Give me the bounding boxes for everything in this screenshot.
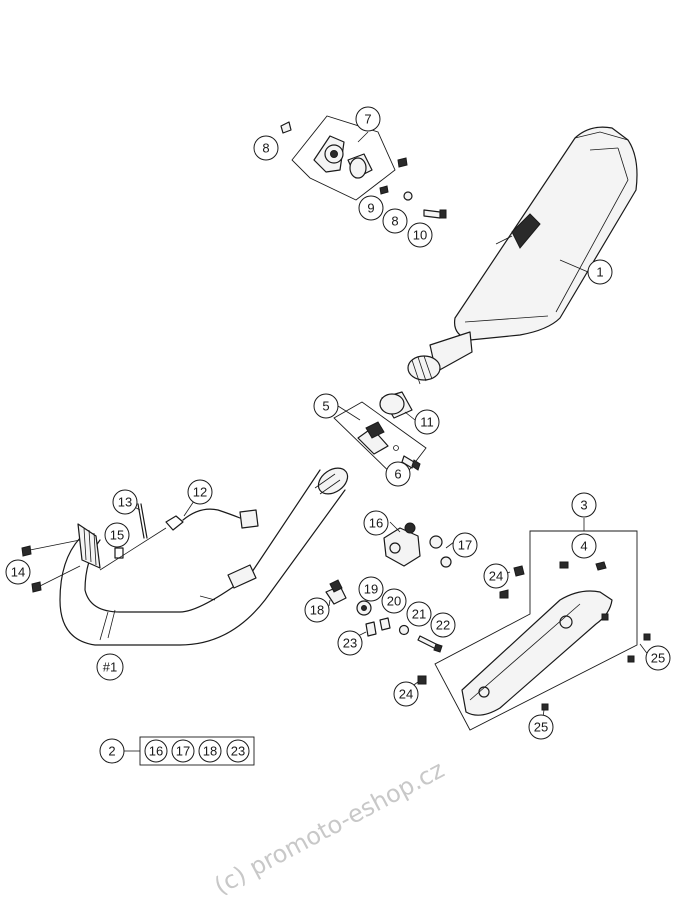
bracket-group-7 [280, 115, 396, 201]
callout-8b[interactable]: 8 [382, 208, 408, 234]
watermark: (c) promoto-eshop.cz [210, 755, 449, 900]
kit-item-label: 17 [176, 744, 190, 759]
callout-label: 16 [369, 516, 383, 531]
callout-25b[interactable]: 25 [528, 714, 554, 740]
callout-label: 15 [110, 528, 124, 543]
callout-label: 2 [108, 744, 115, 759]
callout-label: 9 [367, 201, 374, 216]
callout-18[interactable]: 18 [304, 597, 330, 623]
callout-6[interactable]: 6 [385, 461, 411, 487]
callout-19[interactable]: 19 [358, 576, 384, 602]
callout-15[interactable]: 15 [104, 522, 130, 548]
callout-11[interactable]: 11 [414, 409, 440, 435]
kit-item-17[interactable]: 17 [171, 739, 195, 763]
callout-label: 12 [193, 485, 207, 500]
kit-item-label: 16 [149, 744, 163, 759]
callout-label: 18 [310, 603, 324, 618]
callout-3[interactable]: 3 [571, 492, 597, 518]
callout-label: 23 [343, 636, 357, 651]
valve-actuator [383, 522, 452, 568]
callout-label: 8 [262, 141, 269, 156]
callout-label: 13 [118, 495, 132, 510]
callout-4[interactable]: 4 [571, 533, 597, 559]
callout-label: 25 [534, 720, 548, 735]
callout-12[interactable]: 12 [187, 479, 213, 505]
callout-23[interactable]: 23 [337, 630, 363, 656]
callout-label: 11 [420, 415, 434, 430]
callout-label: 21 [412, 607, 426, 622]
callout-20[interactable]: 20 [381, 588, 407, 614]
callout-5[interactable]: 5 [313, 393, 339, 419]
kit-box [124, 736, 255, 766]
callout-label: 1 [596, 265, 603, 280]
callout-16[interactable]: 16 [363, 510, 389, 536]
callout-24b[interactable]: 24 [393, 681, 419, 707]
callout-label: 20 [387, 594, 401, 609]
kit-item-label: 18 [203, 744, 217, 759]
kit-item-16[interactable]: 16 [144, 739, 168, 763]
callout-label: 25 [651, 651, 665, 666]
callout-13[interactable]: 13 [112, 489, 138, 515]
clamp-group-5 [333, 391, 427, 483]
callout-label: 7 [364, 112, 371, 127]
callout-label: 3 [580, 498, 587, 513]
kit-item-23[interactable]: 23 [226, 739, 250, 763]
header-pipe [21, 467, 349, 646]
callout-22[interactable]: 22 [430, 612, 456, 638]
callout-1[interactable]: 1 [587, 259, 613, 285]
callout-10[interactable]: 10 [407, 222, 433, 248]
callout-17[interactable]: 17 [452, 532, 478, 558]
callout-8a[interactable]: 8 [253, 135, 279, 161]
callout-header[interactable]: #1 [96, 653, 124, 681]
callout-label: 24 [399, 687, 413, 702]
callout-label: 6 [394, 467, 401, 482]
callout-label: 24 [489, 569, 503, 584]
oxygen-sensor [99, 503, 259, 571]
callout-label: 5 [322, 399, 329, 414]
callout-14[interactable]: 14 [5, 559, 31, 585]
callout-2[interactable]: 2 [99, 738, 125, 764]
muffler-silencer [407, 126, 638, 385]
kit-item-label: 23 [231, 744, 245, 759]
callout-label: 22 [436, 618, 450, 633]
callout-9[interactable]: 9 [358, 195, 384, 221]
callout-label: 4 [580, 539, 587, 554]
valve-small-parts [325, 579, 443, 653]
bracket-hardware [379, 157, 447, 219]
callout-7[interactable]: 7 [355, 106, 381, 132]
callout-label: 10 [413, 228, 427, 243]
callout-label: 14 [11, 565, 25, 580]
callout-label: 17 [458, 538, 472, 553]
callout-21[interactable]: 21 [406, 601, 432, 627]
kit-item-18[interactable]: 18 [198, 739, 222, 763]
callout-label: 8 [391, 214, 398, 229]
callout-label: #1 [103, 660, 117, 675]
callout-24a[interactable]: 24 [483, 563, 509, 589]
heat-shield-group-3 [417, 518, 651, 731]
callout-label: 19 [364, 582, 378, 597]
callout-25a[interactable]: 25 [645, 645, 671, 671]
